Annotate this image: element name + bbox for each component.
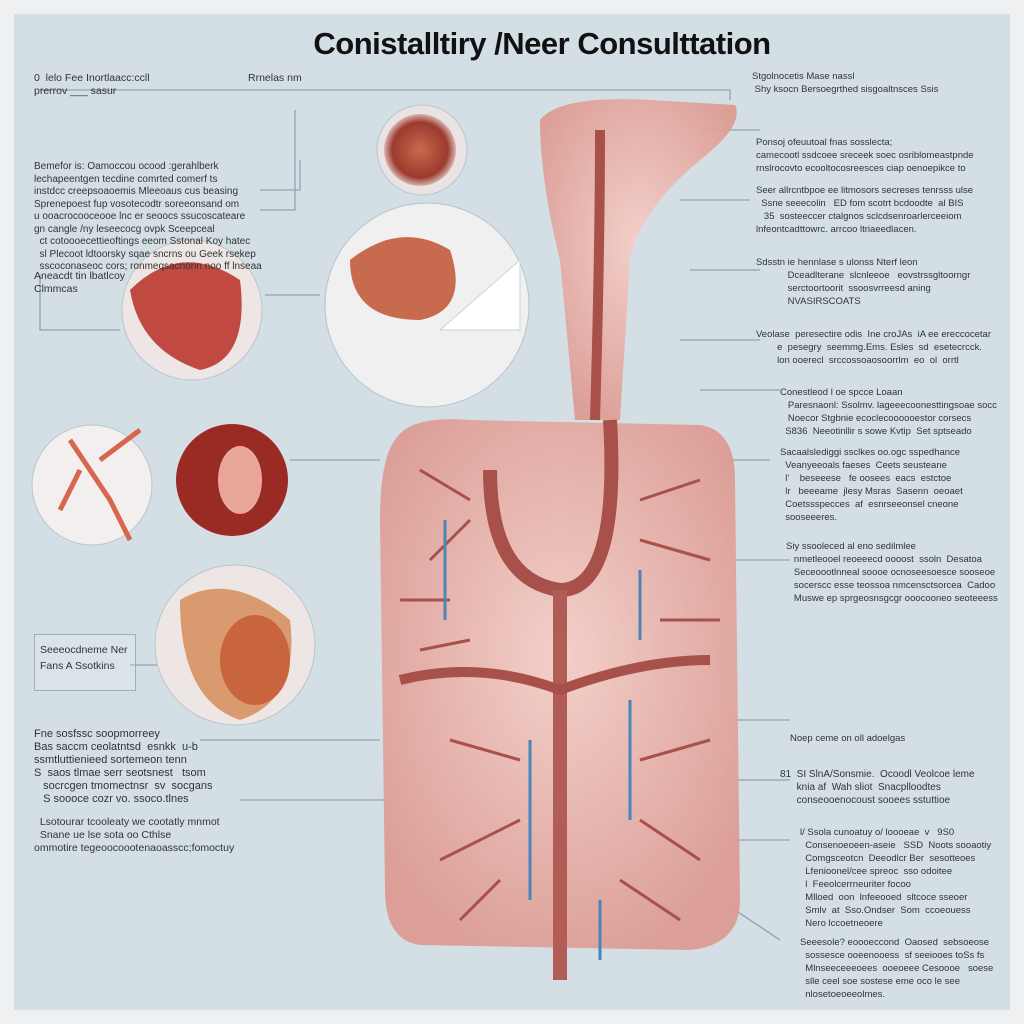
detail-circle-top [376, 104, 468, 196]
right-label-5: Conestleod l oe spcce Loaan Paresnaonl: … [780, 387, 997, 437]
right-label-2: Seer allrcntbpoe ee litmosors secreses t… [756, 185, 974, 235]
right-label-11: Seeesole? eoooeccond Oaosed sebsoeose so… [800, 937, 994, 1000]
left-label-1: Rrnelas nm [248, 72, 302, 84]
right-label-10: l/ Ssola cunoatuy o/ loooeae v 9S0 Conse… [800, 827, 992, 929]
detail-circle-procedure [324, 202, 530, 408]
detail-circle-ring [176, 424, 288, 536]
detail-circle-vessels [31, 424, 153, 546]
lung-organ [380, 419, 740, 980]
right-label-1: Ponsoj ofeuutoal fnas sosslecta;camecoot… [756, 137, 974, 174]
connector-lines [39, 89, 790, 941]
page-title: Conistalltiry /Neer Consulttation [313, 26, 771, 61]
right-label-3: Sdsstn ie hennlase s ulonss Nterf leon D… [756, 257, 971, 307]
detail-circle-heart [121, 239, 263, 381]
left-label-6: Lsotourar tcooleaty we cootatly mnmot Sn… [34, 816, 235, 854]
right-label-6: Sacaalslediggi ssclkes oo.ogc sspedhance… [780, 447, 963, 523]
right-label-9: 81 SI SlnA/Sonsmie. Ocoodl Veolcoe leme … [780, 769, 975, 806]
label-box [34, 634, 136, 691]
right-label-4: Veolase peresectire odis Ine croJAs iA e… [756, 329, 991, 366]
detail-circle-organ [154, 564, 316, 726]
right-label-0: Stgolnocetis Mase nassl Shy ksocn Bersoe… [752, 71, 939, 95]
right-label-7: Siy ssooleced al eno sedilmlee nmetleooe… [786, 541, 998, 604]
right-label-8: Noep ceme on oll adoelgas [790, 733, 906, 744]
esophagus [540, 99, 737, 421]
